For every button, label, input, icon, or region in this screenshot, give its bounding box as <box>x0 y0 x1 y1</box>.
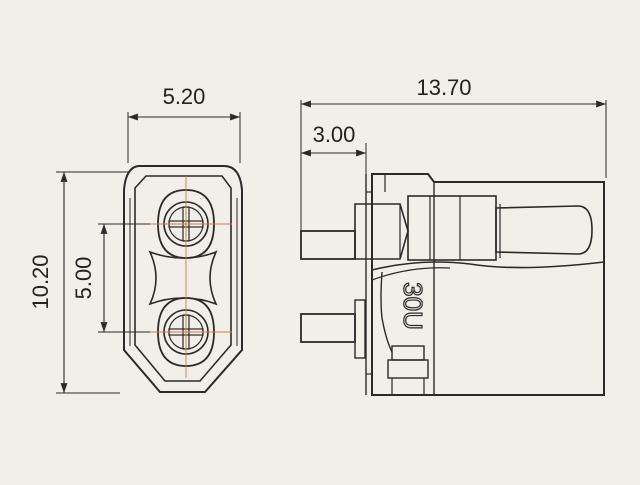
side-lower-pin <box>300 271 429 395</box>
dim-pin-spacing: 5.00 <box>71 257 96 300</box>
dim-side-pin-length: 3.00 <box>313 122 356 147</box>
side-dimension-lines <box>301 100 606 157</box>
dim-side-length: 13.70 <box>416 75 471 100</box>
side-housing <box>371 173 605 396</box>
side-upper-pin <box>300 195 593 261</box>
housing-inner <box>134 175 232 382</box>
front-view <box>56 112 243 394</box>
housing-outline <box>123 165 243 393</box>
side-view <box>300 100 607 396</box>
housing-marking: 30U <box>398 282 428 330</box>
dim-front-width: 5.20 <box>163 84 206 109</box>
side-inner-curve <box>371 261 605 271</box>
centerlines <box>150 176 232 378</box>
front-dimension-lines <box>60 113 240 393</box>
dim-front-height: 10.20 <box>28 254 53 309</box>
divider <box>148 250 218 306</box>
